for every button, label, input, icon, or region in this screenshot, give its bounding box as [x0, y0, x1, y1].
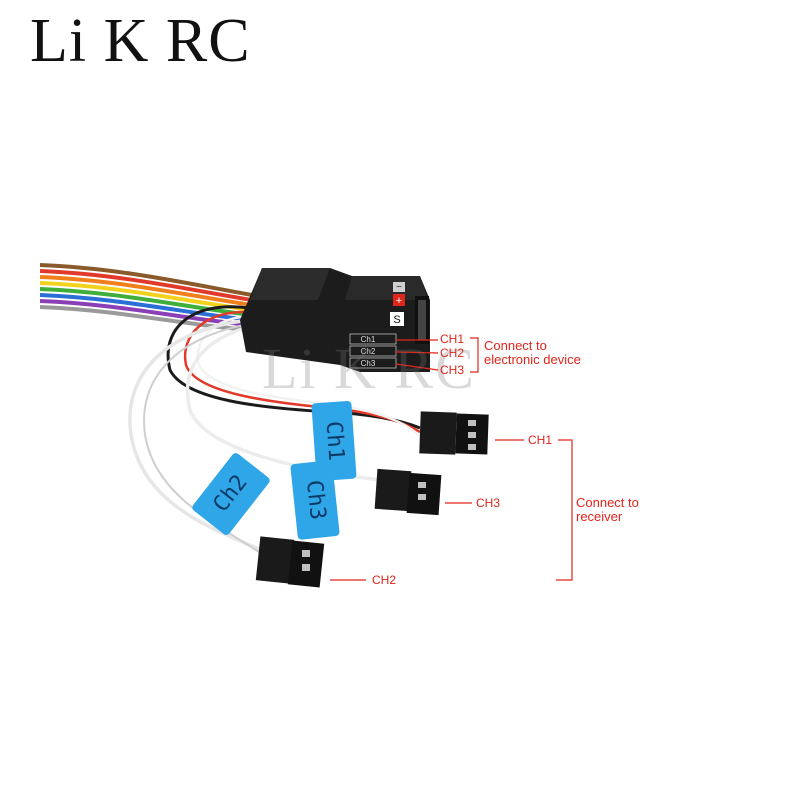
- s-badge: [390, 312, 404, 326]
- callout-device-ch3: CH3: [440, 363, 465, 377]
- ribbon-cable: [39, 263, 253, 332]
- receiver-callout-lines: [330, 439, 573, 581]
- callout-plug-ch2: CH2: [372, 573, 397, 587]
- port-label-ch2: Ch2: [361, 347, 376, 356]
- ch1-wire: [166, 305, 421, 437]
- port-label-ch3: Ch3: [361, 359, 376, 368]
- plug-ch3: [374, 468, 442, 516]
- plug-ch1: [419, 411, 489, 455]
- callout-plug-ch3: CH3: [476, 496, 501, 510]
- tag-ch2: Ch2: [192, 453, 270, 535]
- plug-ch2: [255, 536, 325, 588]
- callout-plug-ch1: CH1: [528, 433, 553, 447]
- callout-device-group: Connect to electronic device: [484, 338, 581, 368]
- brand-watermark: Li K RC: [262, 336, 476, 401]
- plus-button: [393, 294, 405, 306]
- callout-device-ch2: CH2: [440, 346, 465, 360]
- tag-ch3: Ch3: [290, 460, 340, 540]
- port-label-ch1: Ch1: [361, 335, 376, 344]
- callout-device-ch1: CH1: [440, 332, 465, 346]
- device-callout-lines: [395, 337, 479, 373]
- ch2-wire: [128, 318, 263, 555]
- minus-button: [393, 282, 405, 292]
- callout-receiver-group: Connect to receiver: [576, 495, 639, 525]
- brand-logo: Li K RC: [30, 7, 251, 75]
- signal-device: − + S Ch1 Ch2 Ch3: [240, 268, 430, 372]
- tag-ch3-text: Ch3: [301, 479, 330, 521]
- minus-symbol: −: [396, 282, 402, 293]
- plus-symbol: +: [396, 295, 402, 307]
- s-label: S: [393, 314, 400, 326]
- tag-ch1-text: Ch1: [321, 420, 349, 461]
